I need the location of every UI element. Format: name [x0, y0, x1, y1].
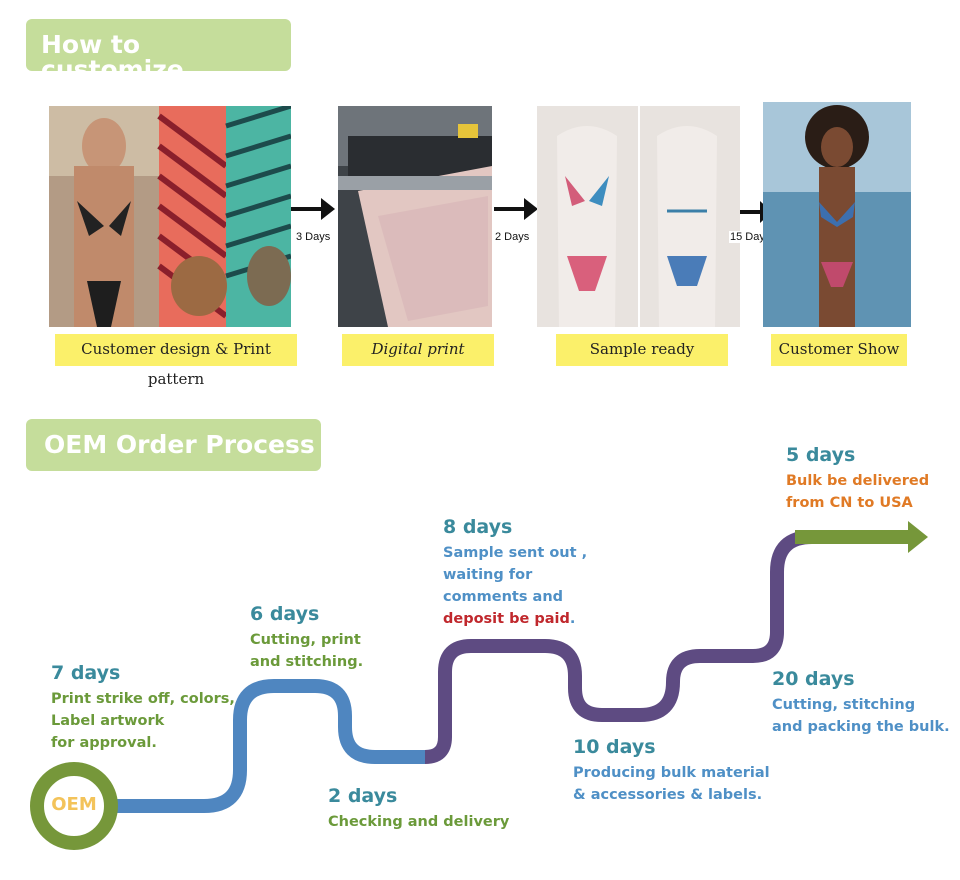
- photo-customer-design: [49, 106, 291, 327]
- oem-badge-label: OEM: [51, 794, 97, 815]
- step-text: and packing the bulk.: [772, 719, 950, 735]
- path-segment-blue: [112, 679, 425, 813]
- step-10-days: 10 days Producing bulk material & access…: [573, 736, 770, 806]
- oem-badge-ring: [30, 762, 118, 850]
- step-days: 6 days: [250, 603, 320, 625]
- caption-digital-print: Digital print: [342, 334, 494, 366]
- step-text: & accessories & labels.: [573, 787, 763, 803]
- step-text: Cutting, print: [250, 632, 361, 648]
- sample-ready-image: [537, 106, 740, 327]
- step-8-days: 8 days Sample sent out , waiting for com…: [443, 516, 587, 630]
- arrow-right-icon: [494, 198, 538, 220]
- step-days: 10 days: [573, 736, 656, 758]
- step-days: 7 days: [51, 662, 121, 684]
- step-text: and stitching.: [250, 654, 364, 670]
- photo-customer-show: [763, 102, 911, 327]
- step-text: Sample sent out ,: [443, 545, 588, 561]
- step-text: from CN to USA: [786, 495, 913, 511]
- step-text: waiting for: [443, 567, 533, 583]
- step-text: Print strike off, colors,: [51, 691, 235, 707]
- step-6-days: 6 days Cutting, print and stitching.: [250, 603, 363, 673]
- step-text-deposit: deposit be paid.: [443, 608, 587, 630]
- deposit-text: deposit be paid: [443, 611, 570, 627]
- step-days: 5 days: [786, 444, 856, 466]
- step-20-days: 20 days Cutting, stitching and packing t…: [772, 668, 950, 738]
- step-text: Producing bulk material: [573, 765, 770, 781]
- step-text: Cutting, stitching: [772, 697, 916, 713]
- step-days: 8 days: [443, 516, 513, 538]
- path-segment-purple: [424, 530, 819, 764]
- digital-print-image: [338, 106, 492, 327]
- step-text: for approval.: [51, 735, 157, 751]
- customer-show-image: [763, 102, 911, 327]
- arrow-days-label: 2 Days: [494, 231, 531, 243]
- step-text: Checking and delivery: [328, 814, 510, 830]
- arrow-days-label: 3 Days: [295, 231, 332, 243]
- step-text: Label artwork: [51, 713, 165, 729]
- caption-customer-show: Customer Show: [771, 334, 907, 366]
- step-2-days: 2 days Checking and delivery: [328, 785, 509, 833]
- arrow-head-icon: [908, 521, 928, 553]
- caption-customer-design: Customer design & Print pattern: [55, 334, 297, 388]
- step-5-days: 5 days Bulk be delivered from CN to USA: [786, 444, 929, 514]
- arrow-right-icon: [291, 198, 335, 220]
- step-days: 2 days: [328, 785, 398, 807]
- section-title-customize: How to customize: [26, 19, 291, 82]
- step-text: comments and: [443, 589, 564, 605]
- caption-sample-ready: Sample ready: [556, 334, 728, 366]
- photo-digital-print: [338, 106, 492, 327]
- section-title-oem-process: OEM Order Process: [26, 419, 321, 471]
- step-7-days: 7 days Print strike off, colors, Label a…: [51, 662, 235, 754]
- step-text: Bulk be delivered: [786, 473, 930, 489]
- customer-design-image: [49, 106, 291, 327]
- step-days: 20 days: [772, 668, 855, 690]
- arrow-days-label: 15 Days: [729, 231, 772, 243]
- photo-sample-ready: [537, 106, 740, 327]
- deposit-tail: .: [569, 611, 576, 627]
